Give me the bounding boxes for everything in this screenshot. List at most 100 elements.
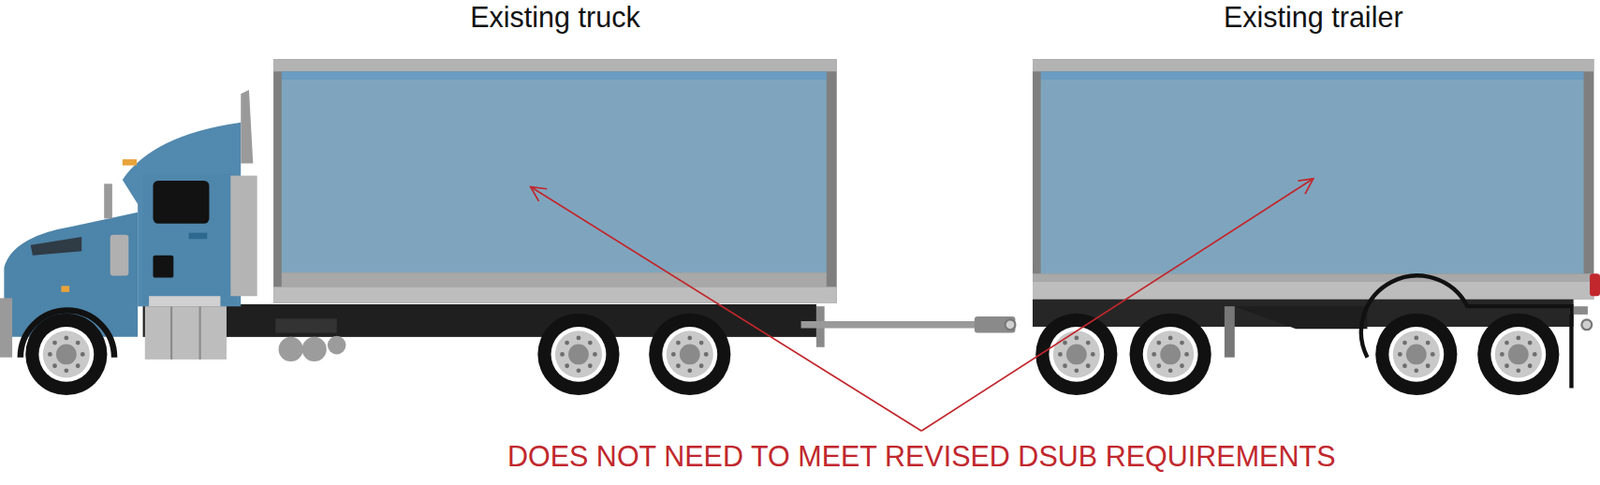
lug-nut [576, 367, 582, 373]
trailer-body-part [1041, 79, 1585, 274]
lug-nut [47, 352, 53, 357]
lug-nut [1499, 352, 1505, 357]
lug-nut [1086, 363, 1091, 368]
lug-nut [704, 352, 709, 357]
lug-nut [1062, 340, 1068, 346]
truck-body [273, 58, 837, 304]
tyre [1375, 313, 1457, 396]
rim [1393, 330, 1440, 378]
lug-nut [687, 336, 692, 341]
lug-nut [1402, 340, 1408, 346]
lug-nut [1527, 340, 1533, 346]
rim-ring [551, 326, 607, 382]
leader-arrows-part [1297, 178, 1313, 194]
hub [679, 344, 701, 366]
lug-nut [1515, 336, 1521, 341]
vehicle-heading: Existing trailer [971, 1, 1600, 35]
truck-body-box: Existing truck [273, 58, 837, 304]
truck-cab-part [30, 236, 82, 256]
truck-cab-part [152, 255, 174, 279]
truck-body-part [273, 58, 837, 72]
lug-nut [52, 363, 58, 368]
truck-body-part [273, 58, 837, 304]
leader-arrows-part [530, 187, 922, 432]
lug-nut [1151, 352, 1157, 357]
trailer-body-part [1032, 281, 1594, 300]
rim [1053, 330, 1101, 378]
lug-nut [63, 336, 69, 341]
truck-cab-part [60, 285, 70, 293]
truck-cab-part [327, 336, 347, 355]
rim [666, 330, 714, 378]
lug-nut [1156, 363, 1161, 368]
trailer-body [1032, 58, 1600, 388]
lug-nut [564, 363, 570, 368]
truck-cab-part [170, 306, 173, 360]
lug-nut [1532, 352, 1538, 357]
rim-ring [1388, 326, 1444, 382]
truck-cab-part [122, 122, 241, 307]
tyre [1035, 313, 1117, 396]
lug-nut [1184, 352, 1189, 357]
truck-body-part [281, 79, 827, 273]
trailer-body-part [1032, 58, 1594, 299]
lug-nut [52, 340, 58, 346]
tyre [648, 313, 731, 396]
rim-ring [661, 326, 718, 382]
lug-nut [559, 352, 565, 357]
rim [1495, 330, 1542, 378]
tyre [537, 313, 619, 396]
lug-nut [80, 352, 86, 357]
trailer-body-part [1041, 71, 1585, 80]
leader-arrows-part [921, 178, 1314, 431]
chassis-part [1224, 306, 1235, 358]
lug-nut [1515, 367, 1521, 373]
hub [1508, 344, 1529, 366]
hub [1066, 344, 1087, 366]
lug-nut [1504, 340, 1510, 346]
hub [568, 344, 589, 366]
lug-nut [587, 340, 593, 346]
lug-nut [1090, 352, 1096, 357]
truck-cab-part [145, 306, 227, 360]
truck-cab-part [278, 337, 304, 362]
lug-nut [1402, 363, 1408, 368]
lug-nut [75, 363, 81, 368]
tyre [1477, 313, 1559, 396]
drawbar-part [974, 316, 1016, 333]
truck-cab-part [240, 89, 253, 164]
lug-nut [1179, 363, 1185, 368]
truck-cab-part [148, 295, 221, 307]
callout-note: DOES NOT NEED TO MEET REVISED DSUB REQUI… [507, 440, 1336, 474]
truck-body-part [281, 71, 827, 80]
leader-arrows-part [530, 187, 547, 202]
truck-cab-part [199, 306, 202, 360]
chassis [143, 297, 1574, 357]
drawbar-part [1005, 319, 1016, 330]
truck-cab-part [103, 183, 113, 219]
lug-nut [1073, 336, 1079, 341]
trailer-body-part [1032, 273, 1594, 282]
truck-cab-part [152, 180, 209, 224]
lug-nut [1057, 352, 1063, 357]
truck-cab-part [302, 337, 327, 362]
lug-nut [1156, 340, 1161, 346]
rim-ring [38, 326, 94, 382]
lug-nut [675, 340, 681, 346]
hub [1159, 344, 1181, 366]
rim-ring [1490, 326, 1546, 382]
rim [43, 330, 90, 378]
truck-cab-part [189, 233, 208, 240]
lug-nut [1425, 363, 1431, 368]
lug-nut [1168, 336, 1174, 341]
tyre [1130, 313, 1212, 396]
lug-nut [699, 340, 705, 346]
lug-nut [1179, 340, 1185, 346]
vehicle-heading: Existing truck [212, 1, 898, 35]
lug-nut [1397, 352, 1403, 357]
trailer-body-part [1032, 58, 1594, 72]
truck-cab-part [143, 173, 237, 305]
lug-nut [592, 352, 598, 357]
lug-nut [1073, 367, 1079, 373]
